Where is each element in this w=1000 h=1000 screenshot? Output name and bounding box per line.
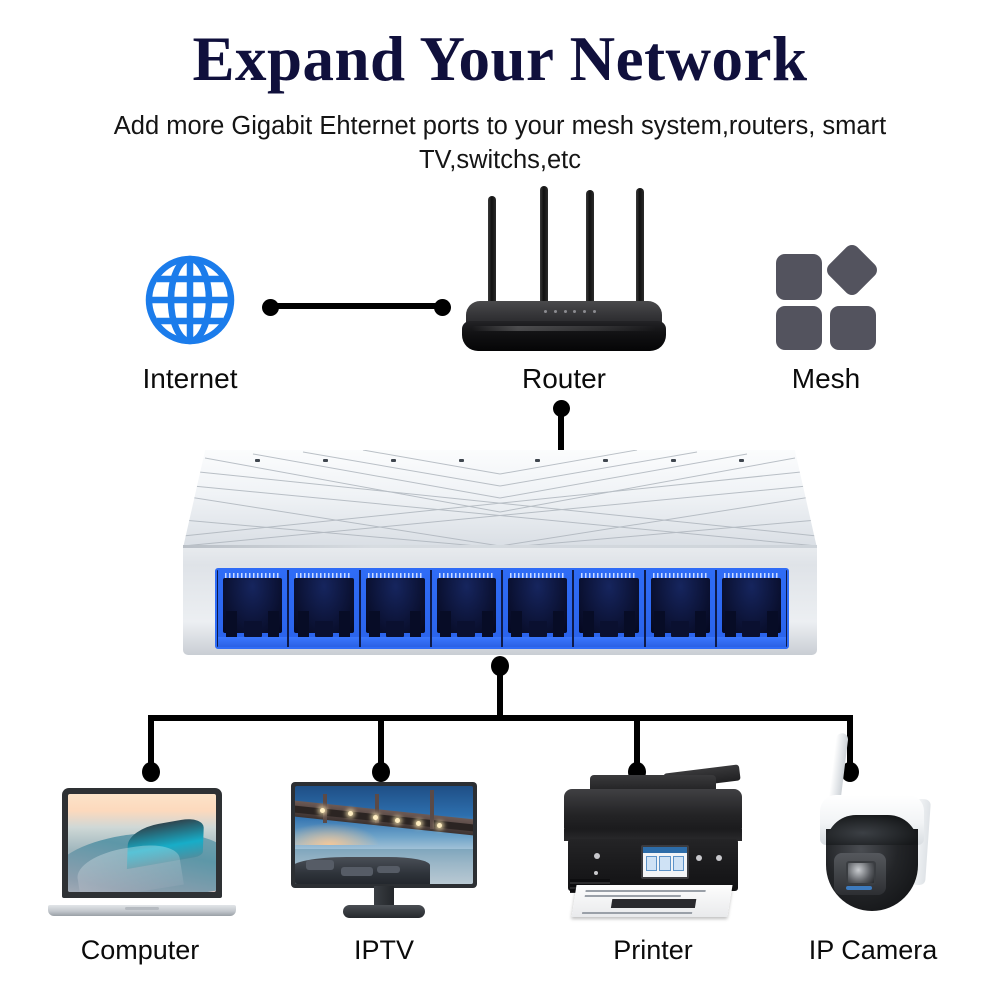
rj45-port[interactable] (503, 570, 573, 647)
router-gloss-highlight (472, 326, 656, 331)
mesh-tile-1 (776, 254, 822, 300)
label-ip-camera: IP Camera (808, 935, 938, 965)
mesh-tiles-icon (776, 241, 881, 350)
monitor-icon (291, 782, 477, 918)
connector-bus-horizontal (148, 715, 853, 721)
ip-camera-icon (800, 732, 934, 918)
laptop-base (48, 905, 236, 916)
printer-button[interactable] (716, 855, 722, 861)
monitor-base (343, 905, 425, 918)
monitor-bezel (291, 782, 477, 888)
monitor-screen-image (295, 786, 473, 884)
rj45-port[interactable] (574, 570, 644, 647)
label-mesh: Mesh (791, 363, 861, 394)
globe-icon (144, 254, 236, 346)
page-subtitle: Add more Gigabit Ehternet ports to your … (113, 112, 887, 174)
connector-drop-printer (634, 715, 640, 773)
switch-port-bay (215, 568, 789, 649)
connector-dot-computer (142, 762, 160, 782)
camera-dome (826, 815, 918, 911)
switch-top-surface (183, 450, 817, 548)
printer-button[interactable] (696, 855, 702, 861)
laptop-icon (48, 788, 236, 916)
connector-switch-trunk (497, 668, 503, 720)
router-front-shell (462, 321, 666, 351)
printer-printed-sheet (571, 885, 733, 917)
page-title: Expand Your Network (192, 24, 808, 94)
mesh-tile-diamond (823, 241, 881, 299)
printer-icon (556, 764, 750, 920)
monitor-neck (374, 886, 394, 906)
camera-lens (846, 861, 876, 885)
mesh-tile-4 (830, 306, 876, 350)
rj45-port[interactable] (716, 570, 786, 647)
printer-lcd-screen (641, 845, 689, 879)
router-device-icon (462, 186, 666, 351)
connector-internet-router (268, 303, 448, 309)
laptop-trackpad-notch (125, 907, 159, 910)
label-computer: Computer (80, 935, 200, 965)
laptop-lid (62, 788, 222, 898)
router-led-row (544, 310, 596, 315)
connector-dot-router-left (434, 299, 451, 316)
printer-button[interactable] (594, 853, 600, 859)
printer-seam (564, 829, 742, 841)
router-body (462, 301, 666, 351)
mesh-tile-3 (776, 306, 822, 350)
label-internet: Internet (142, 363, 238, 394)
label-router: Router (521, 363, 607, 394)
rj45-port[interactable] (218, 570, 288, 647)
rj45-port[interactable] (431, 570, 501, 647)
camera-lens-module (834, 853, 886, 895)
connector-drop-ipcamera (847, 715, 853, 773)
switch-top-hatch-pattern (183, 450, 817, 548)
label-iptv: IPTV (353, 935, 414, 965)
rj45-port[interactable] (289, 570, 359, 647)
connector-drop-iptv (378, 715, 384, 773)
laptop-screen-wallpaper (68, 794, 216, 892)
rj45-port[interactable] (645, 570, 715, 647)
ethernet-switch-device (183, 450, 817, 655)
connector-dot-ipcamera (841, 762, 859, 782)
label-printer: Printer (613, 935, 693, 965)
router-antenna-4 (636, 188, 644, 321)
router-antenna-3 (586, 190, 594, 321)
connector-dot-iptv (372, 762, 390, 782)
connector-dot-switch-bottom (491, 656, 509, 676)
router-antenna-2 (540, 186, 548, 321)
rj45-port[interactable] (360, 570, 430, 647)
printer-scanner-lid (564, 789, 742, 831)
connector-drop-computer (148, 715, 154, 773)
camera-ir-strip (846, 886, 872, 890)
connector-router-switch (558, 408, 564, 456)
router-antenna-1 (488, 196, 496, 321)
printer-button[interactable] (594, 871, 598, 875)
